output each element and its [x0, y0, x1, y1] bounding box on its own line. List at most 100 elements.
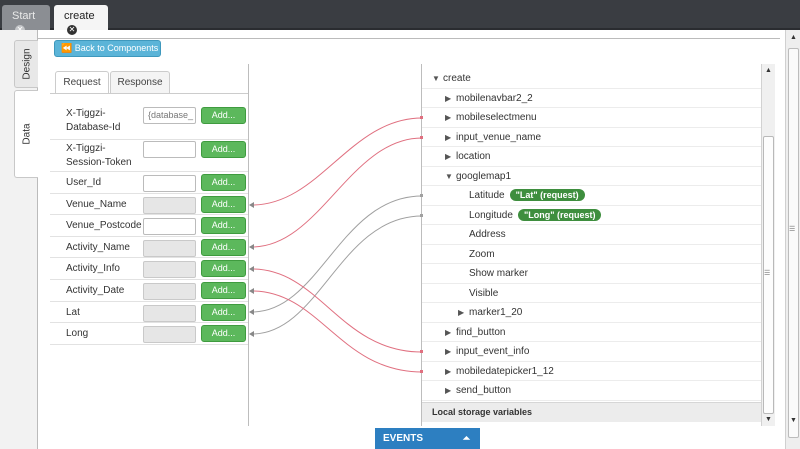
param-value-input[interactable]	[143, 196, 196, 214]
param-row: Venue_Postcode Add...	[50, 215, 248, 237]
tree-item[interactable]: ▶ send_button	[422, 381, 761, 401]
param-value-input[interactable]	[143, 218, 196, 236]
add-button[interactable]: Add...	[201, 195, 246, 213]
scroll-down-icon[interactable]: ▼	[790, 417, 797, 424]
tree-item[interactable]: Longitude"Long" (request)	[422, 206, 761, 225]
tab-design[interactable]: Design	[14, 40, 38, 88]
caret-down-icon[interactable]: ▼	[432, 74, 440, 83]
tab-request-label: Request	[63, 77, 101, 88]
add-button[interactable]: Add...	[201, 282, 246, 299]
caret-right-icon[interactable]: ▶	[445, 327, 452, 337]
back-button-label: Back to Components	[74, 43, 159, 53]
caret-right-icon[interactable]: ▶	[445, 113, 452, 122]
binding-badge[interactable]: "Long" (request)	[517, 208, 602, 221]
add-button[interactable]: Add...	[201, 174, 246, 191]
caret-right-icon[interactable]: ▶	[445, 93, 452, 103]
param-label: Venue_Name	[66, 198, 127, 210]
tab-request[interactable]: Request	[55, 71, 109, 94]
add-button[interactable]: Add...	[201, 217, 246, 235]
tree-item[interactable]: ▶ find_button	[422, 323, 761, 342]
tree-item-label: mobiledatepicker1_12	[456, 365, 554, 377]
tab-create[interactable]: create✕	[54, 5, 108, 35]
param-value-input[interactable]	[143, 283, 196, 300]
tab-response[interactable]: Response	[110, 71, 170, 93]
add-button[interactable]: Add...	[201, 260, 246, 278]
local-storage-variables-header[interactable]: Local storage variables	[422, 402, 761, 422]
tree-item-label: location	[456, 151, 491, 162]
tree-scrollbar[interactable]: ▲ ☰ ▼	[761, 64, 775, 426]
scroll-down-icon[interactable]: ▼	[765, 416, 772, 423]
tab-divider	[50, 93, 248, 94]
chevron-up-icon: ⏶	[462, 433, 470, 443]
tree-item[interactable]: Show marker	[422, 264, 761, 284]
add-button[interactable]: Add...	[201, 303, 246, 321]
scrollbar-thumb[interactable]	[788, 48, 799, 438]
param-label: X-Tiggzi- Database-Id	[66, 108, 121, 133]
param-value-input[interactable]: {database_	[143, 107, 196, 124]
param-value-input[interactable]	[143, 326, 196, 344]
param-row: Lat Add...	[50, 302, 248, 324]
tree-item[interactable]: Latitude "Lat" (request)	[422, 186, 761, 206]
param-label: X-Tiggzi- Session-Token	[66, 143, 132, 168]
param-label: Long	[66, 328, 89, 340]
tree-item-label: Latitude	[469, 190, 505, 201]
caret-right-icon[interactable]: ▶	[445, 132, 452, 142]
param-row: Long Add...	[50, 323, 248, 345]
param-label: User_Id	[66, 177, 102, 188]
tree-item-label: input_venue_name	[456, 131, 542, 143]
tree-item[interactable]: Address	[422, 225, 761, 245]
param-row: Venue_Name Add...	[50, 194, 248, 216]
tree-item[interactable]: ▶ mobileselectmenu	[422, 108, 761, 128]
add-button[interactable]: Add...	[201, 325, 246, 343]
caret-right-icon[interactable]: ▶	[445, 347, 452, 356]
tree-item[interactable]: ▶ input_event_info	[422, 342, 761, 362]
add-button[interactable]: Add...	[201, 107, 246, 124]
tree-item[interactable]: ▶ marker1_20	[422, 303, 761, 323]
param-row: User_Id Add...	[50, 172, 248, 194]
tree-item-label: send_button	[456, 385, 512, 396]
tree-item[interactable]: ▶ mobilenavbar2_2	[422, 89, 761, 108]
close-icon[interactable]: ✕	[67, 25, 77, 35]
tree-item[interactable]: Visible	[422, 284, 761, 303]
tree-item[interactable]: Zoom	[422, 245, 761, 264]
scroll-up-icon[interactable]: ▲	[790, 34, 797, 41]
param-label: Activity_Info	[66, 263, 120, 275]
param-value-input[interactable]	[143, 239, 196, 257]
tree-item[interactable]: ▼ googlemap1	[422, 167, 761, 186]
add-button[interactable]: Add...	[201, 238, 246, 256]
tree-item-label: input_event_info	[456, 346, 530, 357]
caret-right-icon[interactable]: ▶	[445, 386, 452, 395]
tab-data[interactable]: Data	[14, 90, 38, 178]
add-button[interactable]: Add...	[201, 141, 246, 158]
tree-item-label: mobileselectmenu	[456, 112, 537, 123]
param-value-input[interactable]	[143, 141, 196, 158]
param-value-input[interactable]	[143, 261, 196, 279]
events-panel-toggle[interactable]: EVENTS ⏶	[375, 428, 480, 449]
tree-item-label: create	[443, 73, 471, 84]
events-label: EVENTS	[383, 433, 424, 444]
side-tab-strip: Design Data	[0, 30, 38, 449]
caret-right-icon[interactable]: ▶	[445, 366, 452, 376]
back-to-components-button[interactable]: ⏪ Back to Components	[54, 40, 161, 57]
tree-item[interactable]: ▶ mobiledatepicker1_12	[422, 362, 761, 381]
tree-item-create[interactable]: ▼ create	[422, 69, 761, 89]
tree-item[interactable]: ▶ input_venue_name	[422, 128, 761, 147]
scroll-up-icon[interactable]: ▲	[765, 67, 772, 74]
tree-item-label: marker1_20	[469, 307, 523, 318]
param-value-input[interactable]	[143, 175, 196, 192]
tree-item-label: Show marker	[469, 268, 528, 279]
tree-item-label: Address	[469, 229, 506, 240]
caret-down-icon[interactable]: ▼	[445, 171, 453, 181]
caret-right-icon[interactable]: ▶	[458, 308, 465, 317]
scrollbar-thumb[interactable]	[763, 136, 774, 414]
page-scrollbar[interactable]: ▲ ☰ ▼	[785, 30, 800, 449]
tree-item[interactable]: ▶ location	[422, 147, 761, 167]
tab-start[interactable]: Start✕	[2, 5, 50, 35]
param-label: Lat	[66, 306, 80, 318]
binding-badge[interactable]: "Lat" (request)	[509, 189, 585, 201]
tree-item-label: find_button	[456, 326, 506, 338]
param-label: Activity_Name	[66, 241, 130, 253]
param-value-input[interactable]	[143, 304, 196, 322]
caret-right-icon[interactable]: ▶	[445, 152, 452, 161]
param-row: X-Tiggzi- Session-Token Add...	[50, 140, 248, 172]
